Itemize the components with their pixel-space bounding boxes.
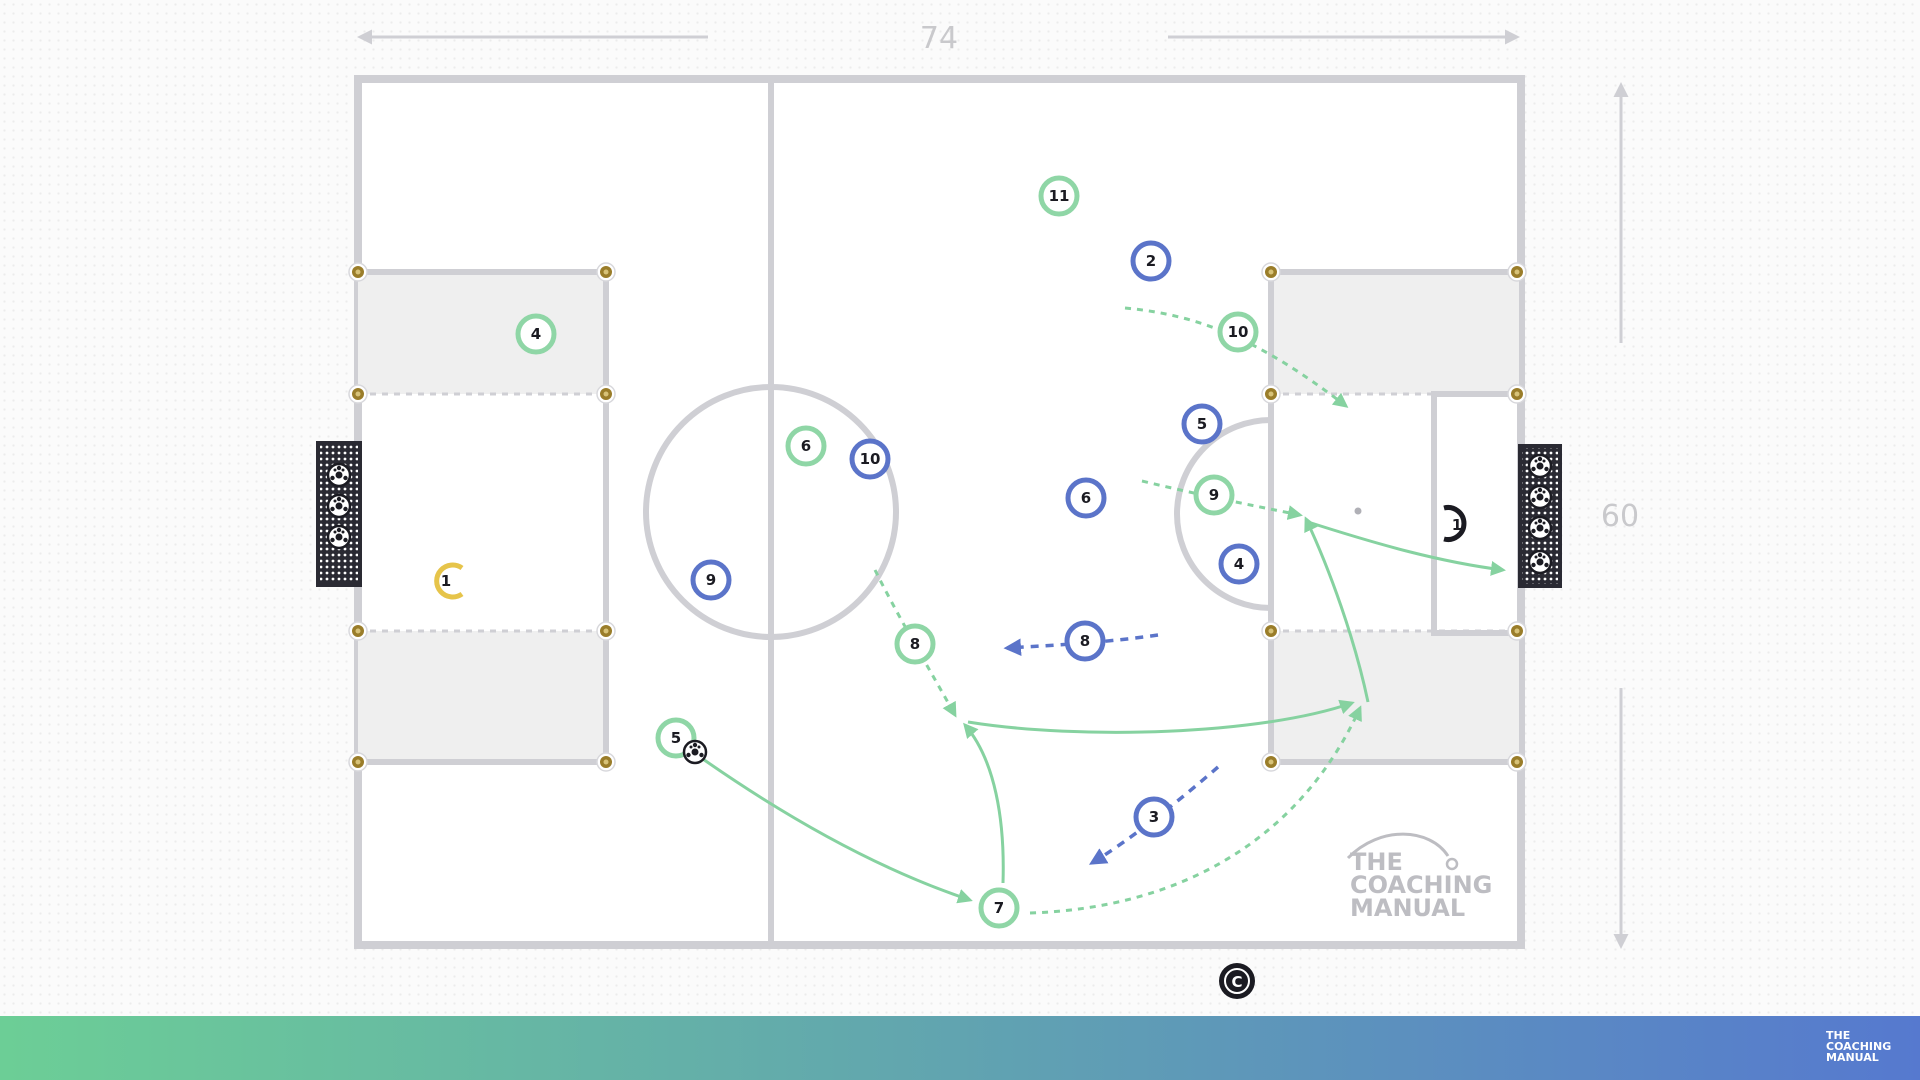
blue-team: 2 5 10 6 4 9 8 3 1 [690, 240, 1467, 838]
session-diagram: 74 60 [316, 21, 1639, 999]
player-blue-3[interactable]: 3 [1133, 796, 1175, 838]
svg-text:5: 5 [671, 729, 681, 747]
svg-text:5: 5 [1197, 415, 1207, 433]
left-top-zone [358, 272, 606, 394]
player-green-7[interactable]: 7 [978, 887, 1020, 929]
watermark-line1: THE [1350, 848, 1403, 876]
player-blue-6[interactable]: 6 [1065, 477, 1107, 519]
player-blue-2[interactable]: 2 [1130, 240, 1172, 282]
width-dimension: 60 [1601, 82, 1639, 949]
player-green-4[interactable]: 4 [515, 313, 557, 355]
svg-text:4: 4 [531, 325, 541, 343]
green-team: 11 10 4 6 9 8 5 7 1 [434, 175, 1259, 929]
cone-marker-icon [1261, 262, 1281, 282]
svg-text:3: 3 [1149, 808, 1159, 826]
cone-marker-icon [596, 384, 616, 404]
svg-text:10: 10 [1228, 323, 1249, 341]
keeper-arc-icon [434, 562, 464, 600]
width-label: 60 [1601, 499, 1639, 534]
player-green-11[interactable]: 11 [1038, 175, 1080, 217]
cone-marker-icon [348, 752, 368, 772]
length-dimension: 74 [357, 21, 1520, 56]
cone-marker-icon [1507, 752, 1527, 772]
keeper-arc-icon [1443, 505, 1467, 542]
player-blue-4[interactable]: 4 [1218, 543, 1260, 585]
svg-text:11: 11 [1049, 187, 1070, 205]
run-arrow-7 [1029, 705, 1362, 915]
cone-marker-icon [1507, 621, 1527, 641]
svg-text:1: 1 [1452, 516, 1462, 534]
svg-text:6: 6 [801, 437, 811, 455]
pitch [354, 75, 1525, 949]
penalty-spot [1354, 507, 1362, 515]
player-blue-8[interactable]: 8 [1064, 620, 1106, 662]
svg-text:1: 1 [441, 572, 451, 590]
centre-circle [643, 384, 899, 640]
svg-text:9: 9 [706, 571, 716, 589]
right-goal [1518, 444, 1562, 588]
cone-marker-icon [1261, 621, 1281, 641]
svg-text:8: 8 [1080, 632, 1090, 650]
player-blue-5[interactable]: 5 [1181, 403, 1223, 445]
watermark-logo: THE COACHING MANUAL [1346, 832, 1492, 922]
right-bottom-zone [1271, 631, 1519, 762]
watermark-line2: COACHING [1350, 871, 1492, 899]
svg-text:10: 10 [860, 450, 881, 468]
watermark-line3: MANUAL [1350, 894, 1465, 922]
svg-text:6: 6 [1081, 489, 1091, 507]
brand-line1: THE [1826, 1029, 1851, 1042]
svg-text:4: 4 [1234, 555, 1244, 573]
bottom-gradient-bar: THE COACHING MANUAL [0, 1016, 1920, 1080]
left-bottom-zone [358, 631, 606, 762]
player-green-10[interactable]: 10 [1217, 311, 1259, 353]
cone-marker-icon [348, 384, 368, 404]
cone-marker-icon [1261, 384, 1281, 404]
cone-marker-icon [1507, 384, 1527, 404]
goalkeeper-green[interactable]: 1 [434, 562, 464, 600]
cone-marker-icon [596, 262, 616, 282]
coaching-manual-logo-icon [1346, 832, 1450, 860]
cone-marker-icon [1261, 752, 1281, 772]
right-top-zone [1271, 272, 1519, 394]
pass-arrow-up-to-box [1304, 516, 1370, 703]
brand-line2: COACHING [1826, 1040, 1892, 1053]
svg-text:2: 2 [1146, 252, 1156, 270]
player-green-9[interactable]: 9 [1193, 474, 1235, 516]
soccer-ball-icon[interactable] [682, 739, 708, 765]
player-blue-10[interactable]: 10 [849, 438, 891, 480]
goalkeeper-blue[interactable]: 1 [1443, 505, 1467, 542]
cone-marker-icon [596, 752, 616, 772]
cone-marker-icon [348, 621, 368, 641]
svg-text:8: 8 [910, 635, 920, 653]
brand-logo: THE COACHING MANUAL [1826, 1030, 1906, 1072]
brand-line3: MANUAL [1826, 1051, 1879, 1064]
player-green-8[interactable]: 8 [894, 623, 936, 665]
cone-marker-icon [596, 621, 616, 641]
cone-marker-icon [1507, 262, 1527, 282]
pass-arrow-8-across [967, 699, 1355, 734]
length-label: 74 [920, 21, 958, 56]
shot-arrow-to-goal [1307, 520, 1506, 576]
blue-run-arrow-8 [1003, 633, 1159, 656]
pass-arrow-7-to-8 [963, 722, 1005, 884]
svg-text:7: 7 [994, 899, 1004, 917]
coach-marker-label: C [1231, 973, 1242, 991]
player-blue-9[interactable]: 9 [690, 559, 732, 601]
player-green-6[interactable]: 6 [785, 425, 827, 467]
pass-arrow-5-to-7 [699, 755, 973, 904]
left-goal [316, 441, 362, 587]
cone-marker-icon [348, 262, 368, 282]
svg-text:9: 9 [1209, 486, 1219, 504]
coach-marker[interactable]: C [1219, 963, 1255, 999]
goal-net-icon [326, 462, 352, 550]
